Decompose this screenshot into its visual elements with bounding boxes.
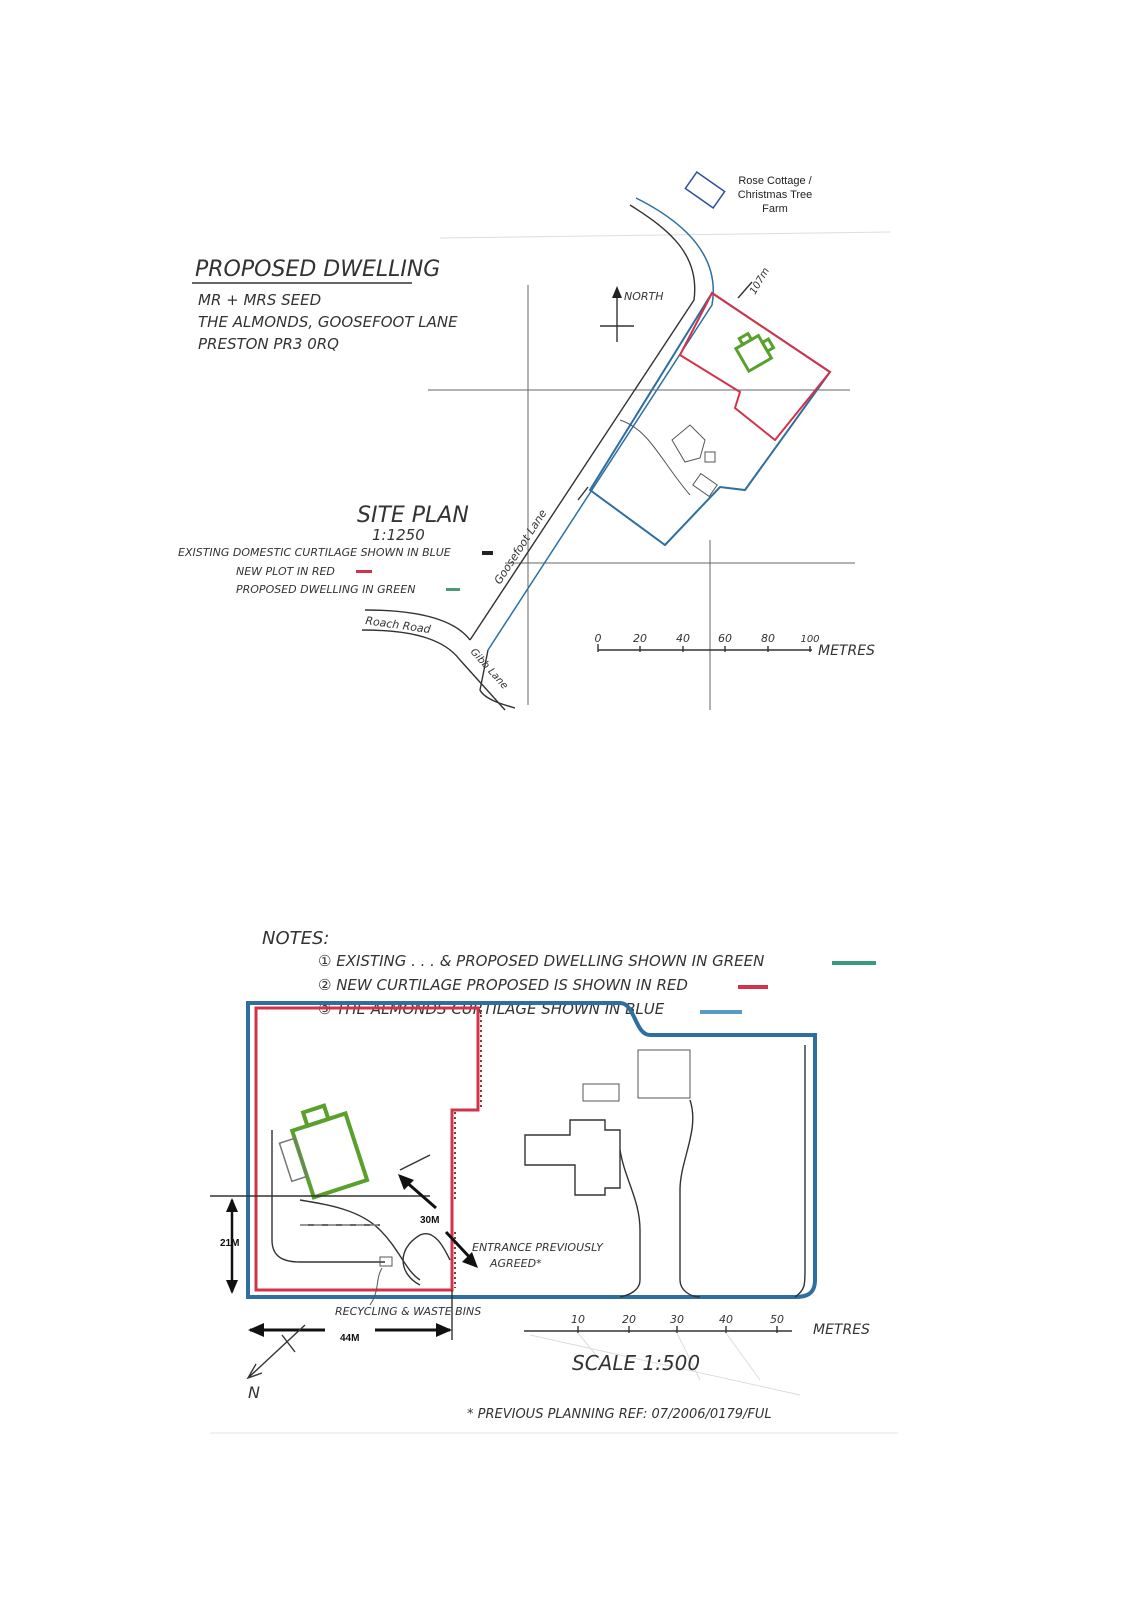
address-line-1: MR + MRS SEED [198,291,321,309]
turning-area [402,1232,451,1286]
dimension-21m: 21M [220,1238,239,1249]
notes-heading: NOTES: [262,928,330,949]
existing-building [671,424,706,463]
road-edge [469,204,696,641]
neighbour-label-1: Rose Cottage / [738,175,812,187]
north-arrow-icon [247,1324,306,1379]
existing-outbuilding [582,1083,620,1102]
existing-curtilage-outline [588,291,832,547]
note-2: ② NEW CURTILAGE PROPOSED IS SHOWN IN RED [318,976,688,994]
scale-tick-label: 30 [670,1313,684,1326]
bins-leader [369,1267,383,1306]
legend-new-plot: NEW PLOT IN RED [236,565,335,578]
legend-swatch-red [356,570,372,573]
note-1: ① EXISTING . . . & PROPOSED DWELLING SHO… [318,952,764,970]
dim-label-bg [325,1322,375,1338]
legend-existing-curtilage: EXISTING DOMESTIC CURTILAGE SHOWN IN BLU… [178,546,451,559]
site-plan-heading: SITE PLAN [357,503,469,528]
scale-tick-label: 80 [761,632,775,645]
road-edge [361,629,506,711]
scale-unit-label: METRES [818,643,875,659]
road-label-gibb: Gibb Lane [468,647,510,692]
entrance-label-2: AGREED* [489,1257,542,1270]
detail-scale-label: SCALE 1:500 [572,1351,700,1375]
legend-proposed-dwelling: PROPOSED DWELLING IN GREEN [236,583,415,596]
proposed-dwelling [278,1103,370,1200]
driveway-outline [271,1130,431,1281]
scale-unit-label: METRES [813,1322,870,1338]
north-arrow-head-icon [612,286,622,298]
dimension-44m: 44M [340,1333,359,1344]
scale-tick-label: 50 [770,1313,784,1326]
north-arrow-head-icon [246,1363,263,1380]
arrow-head-icon [398,1174,414,1190]
neighbour-building [684,171,726,209]
driveway-outline [619,1149,641,1298]
site-plan-title: PROPOSED DWELLING [195,257,440,282]
distance-label: 107m [748,266,772,297]
frame-line [439,231,891,239]
arrow-head-icon [436,1323,452,1337]
scale-tick-label: 40 [719,1313,733,1326]
dimension-30m: 30M [420,1215,439,1226]
existing-building [692,472,718,498]
entrance-arrow [577,486,589,501]
driveway [619,419,691,496]
existing-garage [637,1049,691,1099]
existing-house-the-almonds [524,1119,621,1196]
road-edge [364,609,471,641]
scale-tick-label: 20 [622,1313,636,1326]
scale-tick-label: 40 [676,632,690,645]
road-edge-blue [487,197,714,651]
road-edge [479,649,516,709]
scale-tick-label: 0 [595,632,602,645]
scale-tick-label: 60 [718,632,732,645]
detail-scale-bar [524,1326,801,1396]
entrance-label-1: ENTRANCE PREVIOUSLY [472,1241,604,1254]
almonds-curtilage-outline [246,1001,817,1299]
address-line-2: THE ALMONDS, GOOSEFOOT LANE [198,313,458,331]
arrow-head-icon [462,1252,478,1268]
neighbour-label-3: Farm [762,203,788,215]
scale-tick-label: 100 [800,634,819,645]
dimension-arrow [737,281,753,299]
arrow-head-icon [226,1198,238,1212]
note-swatch-green [832,961,876,965]
driveway-outline [679,1045,806,1298]
planning-ref-footnote: * PREVIOUS PLANNING REF: 07/2006/0179/FU… [467,1407,772,1422]
arrow-head-icon [248,1323,264,1337]
new-plot-outline [678,291,832,442]
address-line-3: PRESTON PR3 0RQ [198,335,339,353]
note-swatch-red [738,985,768,989]
site-plan-scale: 1:1250 [372,526,425,544]
scale-tick-label: 10 [571,1313,585,1326]
road-label-goosefoot: Goosefoot Lane [492,507,550,587]
bins-label: RECYCLING & WASTE BINS [335,1305,481,1318]
new-curtilage-outline [254,1006,480,1292]
legend-swatch-blue [482,551,493,555]
site-plan: PROPOSED DWELLING MR + MRS SEED THE ALMO… [178,171,891,711]
proposed-dwelling-marker [733,331,776,374]
neighbour-label-2: Christmas Tree [738,189,813,201]
detail-plan: NOTES: ① EXISTING . . . & PROPOSED DWELL… [210,928,898,1434]
north-label: NORTH [624,290,664,303]
scale-tick-label: 20 [633,632,647,645]
existing-building [704,451,716,463]
legend-swatch-green [446,588,460,591]
north-arrow-cross [281,1334,296,1353]
arrow-head-icon [226,1280,238,1294]
bin-store [379,1256,393,1267]
north-label: N [248,1383,260,1402]
road-label-roach: Roach Road [365,614,433,636]
note-swatch-blue [700,1010,742,1014]
hedge-boundary [454,1010,482,1288]
site-scale-bar [597,644,812,652]
